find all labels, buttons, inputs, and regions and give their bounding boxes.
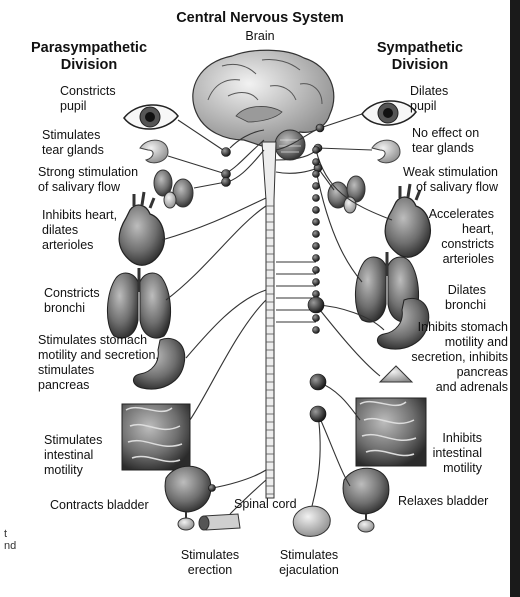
symp-effect-bladder: Relaxes bladder <box>398 494 488 509</box>
para-effect-bladder: Contracts bladder <box>50 498 149 513</box>
para-effect-intestine: Stimulates intestinal motility <box>44 433 102 478</box>
para-effect-stomach: Stimulates stomach motility and secretio… <box>38 333 159 393</box>
symp-effect-heart: Accelerates heart, constricts arterioles <box>410 207 494 267</box>
sympathetic-heading: Sympathetic Division <box>350 40 490 74</box>
ganglion-dot <box>313 171 320 178</box>
page-title: Central Nervous System <box>150 10 370 27</box>
ejaculation-label: Stimulates ejaculation <box>264 548 354 578</box>
parasympathetic-heading: Parasympathetic Division <box>14 40 164 74</box>
ganglion-dot <box>222 170 231 179</box>
symp-effect-intestine: Inhibits intestinal motility <box>420 431 482 476</box>
symp-effect-pupil: Dilates pupil <box>410 84 448 114</box>
spinal-cord-icon <box>262 142 276 498</box>
ganglion-dot <box>316 124 324 132</box>
ganglion-dot <box>310 374 326 390</box>
erection-label: Stimulates erection <box>170 548 250 578</box>
salivary-gland-icon <box>154 170 365 213</box>
symp-effect-bronchi: Dilates bronchi <box>420 283 486 313</box>
ganglion-dot <box>313 159 320 166</box>
brain-label: Brain <box>210 29 310 44</box>
stomach-icon <box>133 298 428 389</box>
margin-fragment: t nd <box>4 528 16 552</box>
ganglion-dot <box>310 406 326 422</box>
ganglion-dot <box>313 231 320 238</box>
symp-effect-salivary: Weak stimulation of salivary flow <box>390 165 498 195</box>
para-effect-bronchi: Constricts bronchi <box>44 286 100 316</box>
para-effect-salivary: Strong stimulation of salivary flow <box>38 165 138 195</box>
ganglion-dot <box>313 279 320 286</box>
para-effect-tear-glands: Stimulates tear glands <box>42 128 104 158</box>
ganglion-dot <box>313 291 320 298</box>
ganglion-dot <box>313 327 320 334</box>
ganglion-dot <box>313 255 320 262</box>
spinal-cord-label: Spinal cord <box>234 497 297 512</box>
ganglion-dot <box>222 148 231 157</box>
symp-effect-stomach: Inhibits stomach motility and secretion,… <box>400 320 508 395</box>
ganglion-dot <box>313 219 320 226</box>
ganglion-dot <box>222 178 231 187</box>
para-effect-pupil: Constricts pupil <box>60 84 116 114</box>
ganglion-dot <box>313 315 320 322</box>
ganglion-dot <box>313 147 320 154</box>
ganglion-dot <box>313 243 320 250</box>
ganglion-dot <box>209 485 216 492</box>
ganglion-dot <box>313 267 320 274</box>
ganglion-dot <box>313 195 320 202</box>
ganglion-dot <box>313 183 320 190</box>
lungs-icon <box>107 252 418 338</box>
symp-effect-tear-glands: No effect on tear glands <box>412 126 479 156</box>
ganglion-dot <box>308 297 324 313</box>
ganglion-dot <box>313 207 320 214</box>
para-effect-heart: Inhibits heart, dilates arterioles <box>42 208 117 253</box>
